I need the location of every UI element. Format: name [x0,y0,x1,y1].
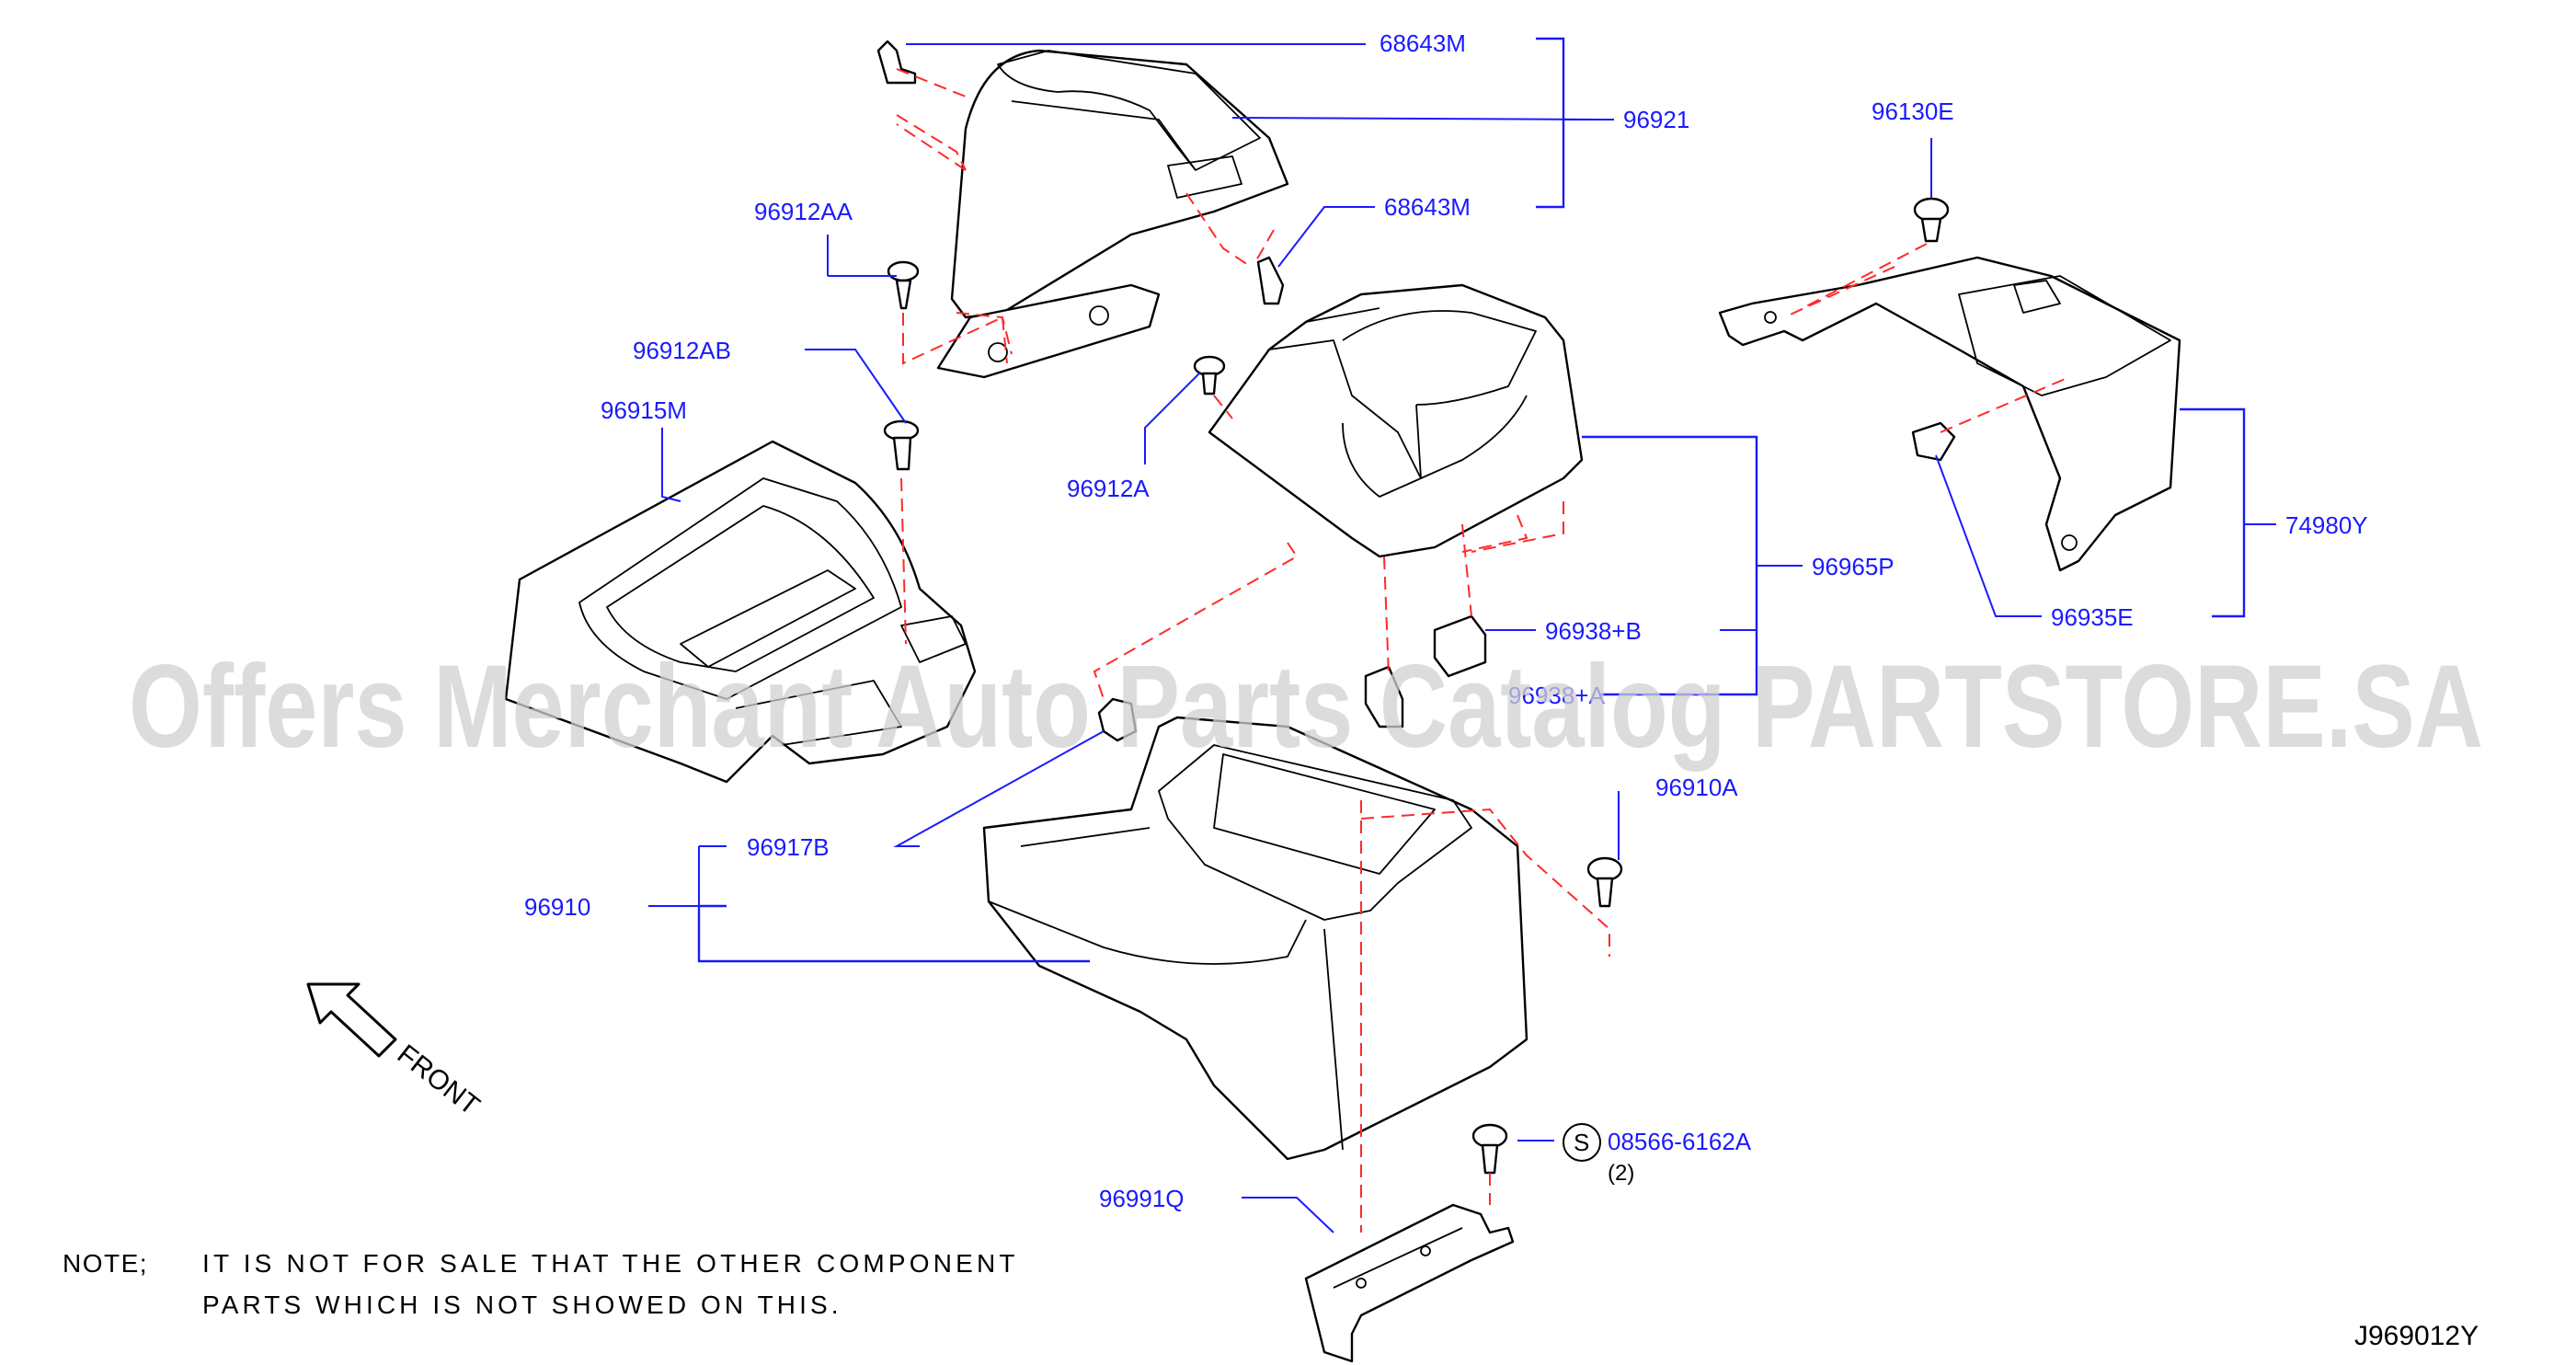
fastener-screws [876,40,1956,1175]
label-96912AB[interactable]: 96912AB [633,337,731,364]
part-96921-drawing [936,49,1289,379]
part-96991Q-drawing [1304,1203,1515,1363]
part-74980Y-drawing [1718,256,2181,572]
label-96912A[interactable]: 96912A [1067,475,1150,502]
label-96938A[interactable]: 96938+A [1508,682,1605,709]
label-96938B[interactable]: 96938+B [1545,617,1642,645]
part-96965P-drawing [1208,283,1584,558]
label-96917B[interactable]: 96917B [747,833,830,861]
note-line-1: IT IS NOT FOR SALE THAT THE OTHER COMPON… [202,1249,1016,1278]
label-74980Y[interactable]: 74980Y [2285,511,2368,539]
label-68643M-mid[interactable]: 68643M [1384,193,1471,221]
note-block: NOTE; IT IS NOT FOR SALE THAT THE OTHER … [63,1249,1016,1319]
label-96910[interactable]: 96910 [524,893,590,921]
front-arrow-icon [306,982,397,1058]
front-indicator: FRONT [306,982,486,1122]
label-96912AA[interactable]: 96912AA [754,198,853,225]
part-96915M-drawing [504,440,977,784]
part-labels: 68643M 96921 68643M 96912AA 96912AB 9691… [524,29,2368,1212]
s-symbol: S [1574,1129,1589,1156]
label-96991Q[interactable]: 96991Q [1099,1185,1185,1212]
leader-lines [648,37,2276,1233]
front-label: FRONT [392,1039,486,1122]
label-08566-qty: (2) [1608,1161,1634,1186]
label-96130E[interactable]: 96130E [1872,98,1954,125]
label-96915M[interactable]: 96915M [601,396,687,424]
s-symbol-circle [1563,1123,1601,1162]
label-68643M-top[interactable]: 68643M [1380,29,1466,57]
note-heading: NOTE; [63,1249,148,1278]
watermark-text: Offers Merchant Auto Parts Catalog PARTS… [129,641,2483,773]
label-96910A[interactable]: 96910A [1655,774,1738,801]
label-96935E[interactable]: 96935E [2051,603,2134,631]
assembly-guides [896,68,2070,1233]
diagram-code: J969012Y [2354,1321,2479,1351]
label-08566-6162A[interactable]: 08566-6162A [1608,1128,1752,1155]
note-line-2: PARTS WHICH IS NOT SHOWED ON THIS. [202,1290,840,1319]
label-96921[interactable]: 96921 [1623,106,1689,133]
label-96965P[interactable]: 96965P [1812,553,1895,580]
part-96910-drawing [982,716,1528,1161]
